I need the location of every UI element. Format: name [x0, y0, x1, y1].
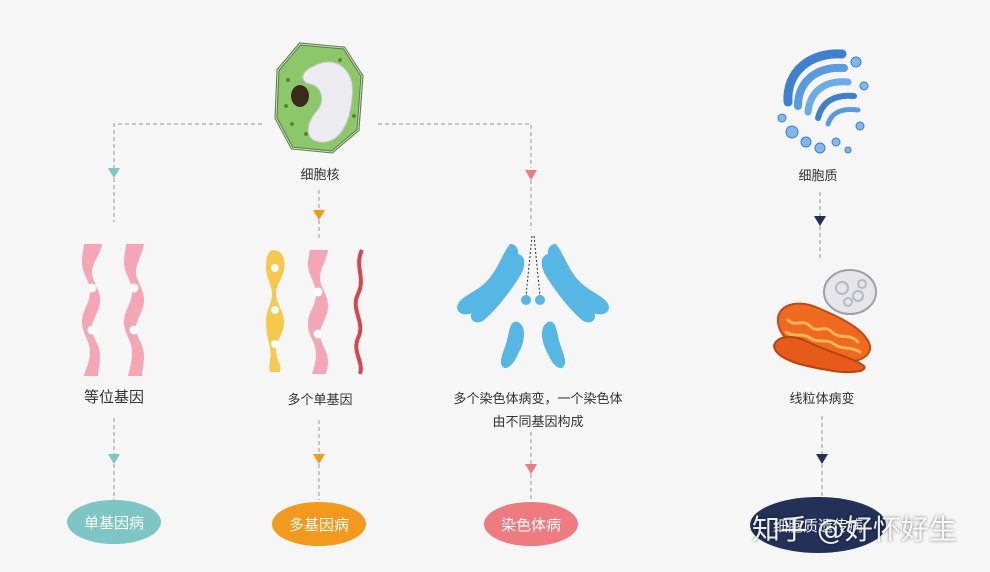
- golgi-apparatus-icon: [777, 49, 869, 154]
- arrow-red-bottom: [525, 464, 537, 474]
- arrow-orange-bottom: [313, 454, 325, 464]
- mechanism-chromosome-label-line1: 多个染色体病变，一个染色体: [453, 392, 623, 407]
- disease-cytoplasmic-pill: 细胞质遗传病: [750, 497, 886, 553]
- disease-chromosome-label: 染色体病: [500, 515, 561, 534]
- watermark-text: 知乎 @好怀好生: [752, 513, 957, 546]
- mechanism-chromosome-label-line2: 由不同基因构成: [492, 415, 584, 430]
- disease-polygenic-pill: 多基因病: [272, 502, 366, 546]
- mitochondria-icon: [772, 269, 877, 374]
- source-cytoplasm-label: 细胞质: [798, 169, 838, 184]
- chromosome-division-icon: [457, 236, 609, 369]
- disease-chromosome-pill: 染色体病: [484, 502, 578, 546]
- disease-cytoplasmic-label: 细胞质遗传病: [772, 516, 863, 535]
- mechanism-polygene-label: 多个单基因: [287, 393, 353, 408]
- disease-single-gene-label: 单基因病: [83, 513, 144, 532]
- source-nucleus-label: 细胞核: [300, 168, 340, 183]
- mechanism-mitochondria-label: 线粒体病变: [789, 392, 855, 407]
- arrow-red-top: [525, 170, 537, 180]
- plant-cell-icon: [274, 42, 364, 154]
- mechanism-allele-label: 等位基因: [83, 388, 145, 406]
- allele-chromosomes-icon: [82, 244, 144, 376]
- polygenic-chromosomes-icon: [266, 249, 364, 374]
- arrow-navy-bottom: [816, 454, 828, 464]
- arrow-teal-bottom: [108, 454, 120, 464]
- disease-single-gene-pill: 单基因病: [67, 500, 161, 544]
- arrow-orange-top: [313, 210, 325, 220]
- arrow-heads: [108, 168, 828, 474]
- connector-nucleus-right: [378, 123, 532, 168]
- arrow-navy-top: [814, 216, 826, 226]
- connector-nucleus-left: [113, 123, 262, 168]
- arrow-teal-top: [108, 168, 120, 178]
- disease-polygenic-label: 多基因病: [288, 515, 349, 534]
